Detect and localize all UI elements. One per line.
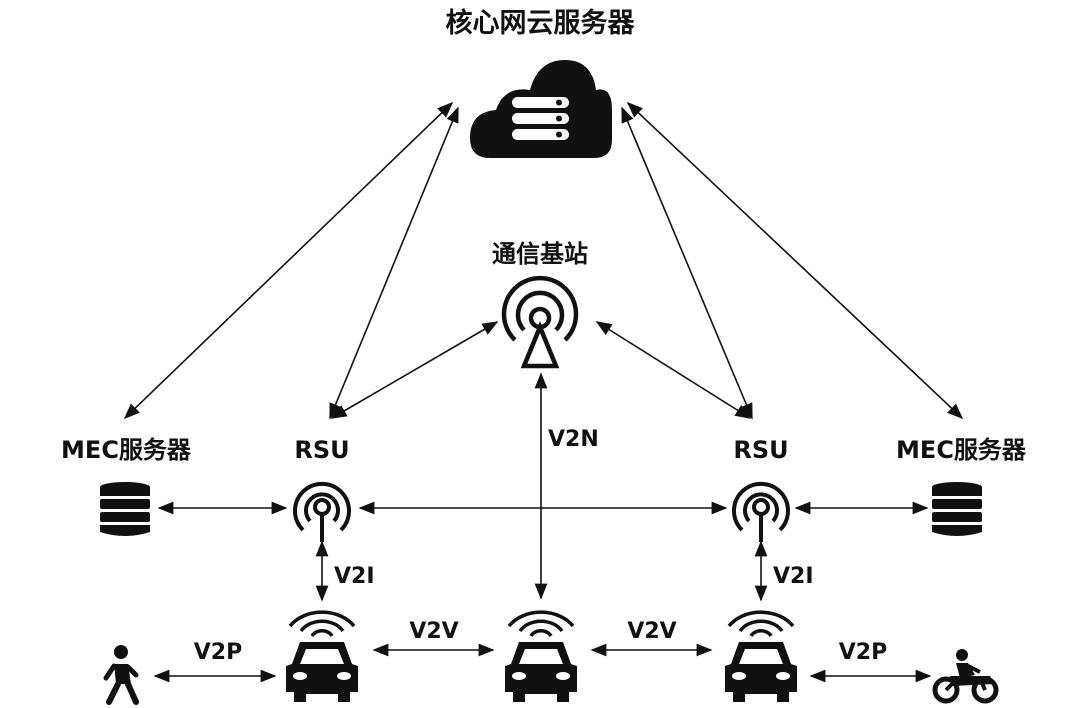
rsu-left-label: RSU (294, 436, 349, 464)
cloud-server-icon (470, 60, 612, 158)
link-cloud-mec-left (123, 101, 454, 420)
v2n-label: V2N (548, 427, 599, 452)
v2p-left-label: V2P (194, 640, 242, 665)
v2p-right-label: V2P (839, 640, 887, 665)
pedestrian-icon (103, 645, 139, 705)
link-rsu-left-base (330, 321, 499, 419)
connections (123, 101, 964, 683)
cloud-label: 核心网云服务器 (446, 7, 636, 39)
link-cloud-rsu-right (621, 106, 753, 420)
base-station-label: 通信基站 (492, 240, 588, 268)
v2v-right-label: V2V (627, 619, 676, 644)
link-cloud-rsu-left (329, 106, 459, 420)
link-cloud-mec-right (626, 101, 964, 420)
antenna-icon (293, 481, 351, 542)
motorcycle-icon (932, 649, 999, 704)
car-icon (286, 610, 358, 702)
car-icon (725, 610, 797, 702)
car-icon (505, 610, 577, 702)
v2v-left-label: V2V (409, 619, 458, 644)
mec-right-label: MEC服务器 (896, 436, 1027, 464)
v2i-left-label: V2I (334, 564, 375, 589)
antenna-icon (732, 481, 790, 542)
mec-left-label: MEC服务器 (61, 436, 192, 464)
database-icon (100, 482, 150, 536)
database-icon (932, 482, 982, 536)
v2i-right-label: V2I (773, 564, 814, 589)
link-rsu-right-base (595, 321, 752, 419)
rsu-right-label: RSU (733, 436, 788, 464)
cell-tower-icon (501, 275, 579, 369)
